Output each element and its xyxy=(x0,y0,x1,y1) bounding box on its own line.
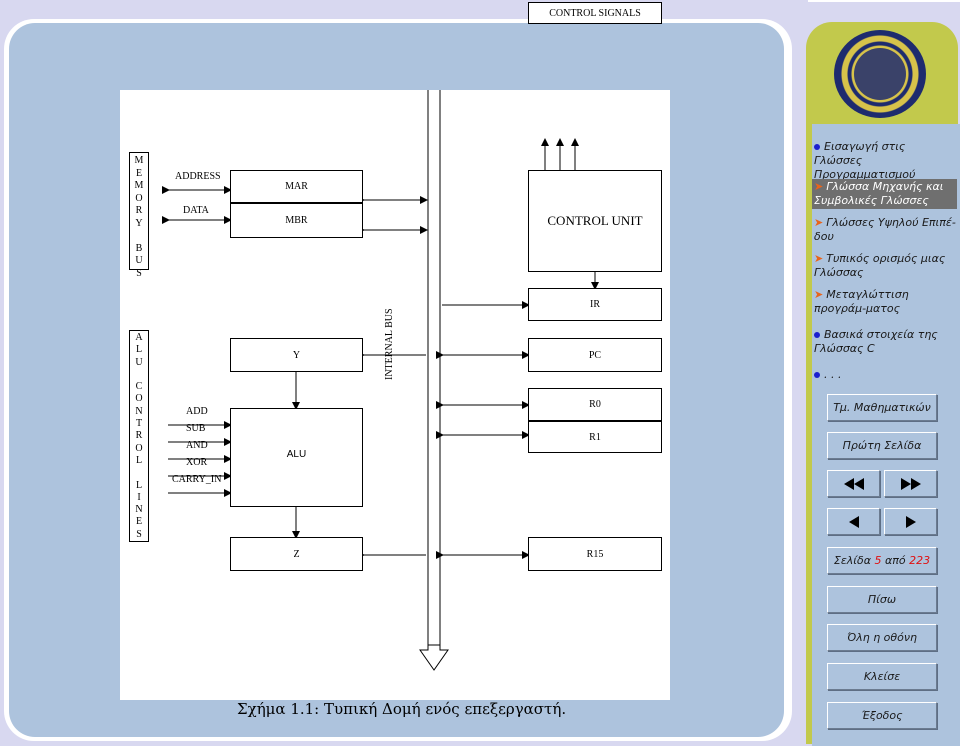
logo-emblem xyxy=(854,48,906,100)
pc-register: PC xyxy=(528,338,662,372)
bullet-icon xyxy=(814,332,820,338)
nav-item-label: Γλώσσες Υψηλού Επιπέ-δου xyxy=(814,216,956,243)
op-carry-in-label: CARRY_IN xyxy=(172,474,222,485)
next-button[interactable] xyxy=(884,508,937,535)
nav-item-high-level[interactable]: ➤Γλώσσες Υψηλού Επιπέ-δου xyxy=(814,216,956,244)
fast-forward-icon xyxy=(900,477,921,490)
op-xor-label: XOR xyxy=(186,457,208,468)
close-button[interactable]: Κλείσε xyxy=(827,663,937,690)
memory-bus-box: M E M O R Y B U S xyxy=(129,152,149,279)
nav-item-machine-language[interactable]: ➤Γλώσσα Μηχανής και Συμβολικές Γλώσσες xyxy=(812,179,957,209)
nav-item-label: Τυπικός ορισμός μιας Γλώσσας xyxy=(814,252,946,279)
alu-unit: ALU xyxy=(230,408,363,507)
nav-basics-c[interactable]: Βασικά στοιχεία της Γλώσσας C xyxy=(814,328,954,356)
page-prefix: Σελίδα xyxy=(833,554,871,567)
arrow-icon: ➤ xyxy=(814,180,824,193)
nav-item-compilation[interactable]: ➤Μεταγλώττιση προγράμ-ματος xyxy=(814,288,956,316)
page-mid: από xyxy=(885,554,906,567)
alu-label: ALU xyxy=(286,449,307,460)
arrow-icon: ➤ xyxy=(814,216,824,229)
alu-control-lines-box: A L U C O N T R O L L I N E S xyxy=(129,330,149,542)
prev-button[interactable] xyxy=(827,508,880,535)
z-register: Z xyxy=(230,537,363,571)
fast-forward-button[interactable] xyxy=(884,470,937,497)
op-sub-label: SUB xyxy=(186,423,206,434)
mar-register: MAR xyxy=(230,170,363,203)
nav-item-formal-definition[interactable]: ➤Τυπικός ορισμός μιας Γλώσσας xyxy=(814,252,956,280)
arrow-icon: ➤ xyxy=(814,252,824,265)
back-button[interactable]: Πίσω xyxy=(827,586,937,613)
r1-register: R1 xyxy=(528,421,662,453)
op-add-label: ADD xyxy=(186,406,208,417)
top-strip xyxy=(808,0,960,2)
processor-figure: CONTROL SIGNALS M E M O R Y B U S ADDRES… xyxy=(120,2,670,700)
arrow-icon: ➤ xyxy=(814,288,824,301)
dept-button[interactable]: Τμ. Μαθηματικών xyxy=(827,394,937,421)
figure-lines xyxy=(162,90,599,671)
next-icon xyxy=(905,515,916,528)
r15-register: R15 xyxy=(528,537,662,571)
first-page-button[interactable]: Πρώτη Σελίδα xyxy=(827,432,937,459)
page-current: 5 xyxy=(874,554,882,567)
nav-more-label: . . . xyxy=(824,368,842,381)
r0-register: R0 xyxy=(528,388,662,421)
nav-intro-label: Εισαγωγή στις Γλώσσες Προγραμματισμού xyxy=(814,140,916,181)
bullet-icon xyxy=(814,372,820,378)
fullscreen-button[interactable]: Όλη η οθόνη xyxy=(827,624,937,651)
bullet-icon xyxy=(814,144,820,150)
control-unit: CONTROL UNIT xyxy=(528,170,662,272)
nav-basics-label: Βασικά στοιχεία της Γλώσσας C xyxy=(814,328,938,355)
op-and-label: AND xyxy=(186,440,208,451)
nav-item-label: Γλώσσα Μηχανής και Συμβολικές Γλώσσες xyxy=(814,180,944,207)
y-register: Y xyxy=(230,338,363,372)
nav-intro[interactable]: Εισαγωγή στις Γλώσσες Προγραμματισμού xyxy=(814,140,954,182)
data-label: DATA xyxy=(183,205,209,216)
ir-register: IR xyxy=(528,288,662,321)
figure-caption: Σχήμα 1.1: Τυπική Δομή ενός επεξεργαστή. xyxy=(237,700,567,718)
nav-item-label: Μεταγλώττιση προγράμ-ματος xyxy=(814,288,909,315)
control-signals-label: CONTROL SIGNALS xyxy=(528,2,662,24)
mbr-register: MBR xyxy=(230,203,363,238)
page-total: 223 xyxy=(909,554,931,567)
internal-bus-label: INTERNAL BUS xyxy=(384,308,395,380)
address-label: ADDRESS xyxy=(175,171,221,182)
prev-icon xyxy=(848,515,859,528)
fast-back-button[interactable] xyxy=(827,470,880,497)
nav-more[interactable]: . . . xyxy=(814,368,954,382)
fast-back-icon xyxy=(843,477,864,490)
page-indicator: Σελίδα 5 από 223 xyxy=(827,547,937,574)
exit-button[interactable]: Έξοδος xyxy=(827,702,937,729)
